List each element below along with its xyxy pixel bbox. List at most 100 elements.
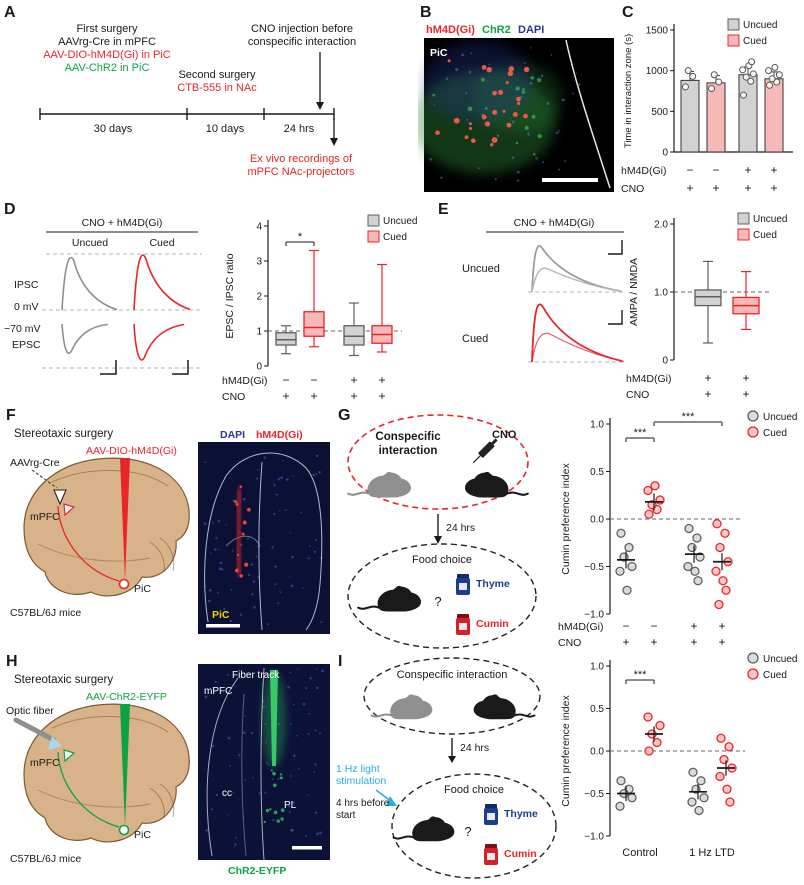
fiber-track-streak — [270, 670, 278, 766]
speckle — [429, 157, 433, 161]
chr2-eyfp-label: ChR2-EYFP — [228, 865, 286, 877]
legend-swatch — [737, 228, 750, 241]
data-point — [699, 793, 709, 803]
sig-label: *** — [634, 669, 648, 681]
speckle — [215, 537, 218, 540]
aav-chr2-line: AAV-ChR2 in PiC — [65, 62, 150, 74]
interaction-ellipse — [363, 657, 541, 735]
speckle — [302, 587, 304, 589]
speckle — [508, 66, 515, 72]
speckle — [319, 831, 322, 835]
y-tick-label: 0 — [256, 362, 262, 373]
legend-swatch — [737, 212, 750, 225]
speckle — [292, 475, 294, 477]
panel-e-label: E — [438, 201, 449, 218]
speckle — [481, 65, 487, 70]
speckle — [263, 820, 266, 824]
speckle — [307, 732, 310, 735]
data-point — [684, 67, 692, 75]
stim-label-line2: stimulation — [336, 775, 386, 787]
y-tick-label: 0.0 — [590, 747, 604, 758]
thyme-jar-icon — [484, 804, 498, 825]
y-tick-label: 1.0 — [590, 662, 604, 673]
speckle — [516, 170, 520, 174]
fiber-track-label: Fiber track — [232, 670, 280, 681]
speckle — [433, 104, 436, 106]
data-point — [747, 77, 755, 85]
arrowhead — [386, 796, 397, 806]
speckle — [267, 623, 270, 626]
data-point — [644, 509, 654, 519]
x-group-label: 1 Hz LTD — [689, 847, 735, 859]
speckle — [523, 113, 528, 119]
hm4d-speckles — [234, 485, 251, 578]
brain-schematic — [23, 457, 190, 597]
speckle — [291, 801, 295, 804]
speckle — [284, 509, 287, 511]
mouse-body — [412, 817, 455, 842]
factor-symbol: − — [622, 619, 629, 633]
factor-symbol: + — [770, 163, 777, 177]
speckle — [277, 602, 280, 605]
speckle — [527, 131, 529, 134]
speckle — [273, 810, 278, 815]
cno-label: CNO — [492, 429, 517, 441]
speckle — [465, 92, 468, 95]
scale-bar — [542, 178, 598, 182]
data-point — [714, 599, 724, 610]
speckle — [300, 511, 303, 514]
pic-label: PiC — [134, 583, 151, 595]
mpfc-image-label: mPFC — [204, 686, 232, 697]
speckle — [531, 114, 536, 119]
panel-i: I Conspecific interaction 24 hrs 1 Hz li… — [334, 650, 804, 885]
factor-symbol: + — [622, 635, 629, 649]
y-tick-label: −1.0 — [584, 610, 604, 621]
speckle — [280, 808, 285, 813]
speckle — [218, 567, 222, 571]
speckle — [488, 63, 490, 66]
speckle — [558, 168, 561, 171]
speckle — [224, 611, 228, 614]
speckle — [279, 773, 283, 776]
factor-symbol: + — [744, 163, 751, 177]
aav-dio-line: AAV-DIO-hM4D(Gi) in PiC — [43, 49, 171, 61]
legend-label: Cued — [753, 230, 777, 241]
section-outlines — [204, 452, 323, 631]
speckle — [217, 519, 221, 523]
speckle — [477, 167, 480, 170]
panel-g-label: G — [338, 407, 350, 424]
epsc-ipsc-traces: D CNO + hM4D(Gi) Uncued Cued IPSC 0 mV −… — [4, 201, 202, 375]
cno-injection-line2: conspecific interaction — [248, 36, 356, 48]
y-axis-label: EPSC / IPSC ratio — [224, 253, 236, 338]
factor-symbol: + — [690, 635, 697, 649]
optic-fiber-label: Optic fiber — [6, 705, 54, 717]
speckle — [484, 121, 491, 127]
before-label-line2: start — [336, 810, 356, 821]
data-point — [627, 561, 637, 572]
speckle — [498, 89, 504, 95]
sig-label: *** — [634, 427, 648, 439]
speckle — [522, 88, 525, 91]
y-tick-label: 0.0 — [590, 515, 604, 526]
timeline-24hrs: 24 hrs — [284, 123, 315, 135]
speckle — [542, 161, 544, 164]
mouse-ear — [385, 471, 393, 480]
data-point — [775, 71, 783, 79]
speckle — [492, 90, 498, 96]
y-axis-label: Time in interaction zone (s) — [623, 34, 634, 148]
speckle — [279, 591, 282, 594]
reference-dashed-lines — [42, 253, 202, 369]
speckle — [313, 771, 315, 773]
fluorescence-micrograph: PiC — [418, 38, 614, 192]
speckle — [524, 125, 529, 131]
speckle — [273, 483, 276, 487]
y-tick-label: 1.0 — [590, 420, 604, 431]
legend-swatch — [747, 426, 759, 438]
speckle — [455, 67, 459, 71]
speckle — [239, 574, 243, 578]
aavrg-cre-label: AAVrg-Cre — [10, 457, 60, 469]
factor-row-label: CNO — [222, 391, 245, 403]
data-point — [684, 523, 694, 534]
